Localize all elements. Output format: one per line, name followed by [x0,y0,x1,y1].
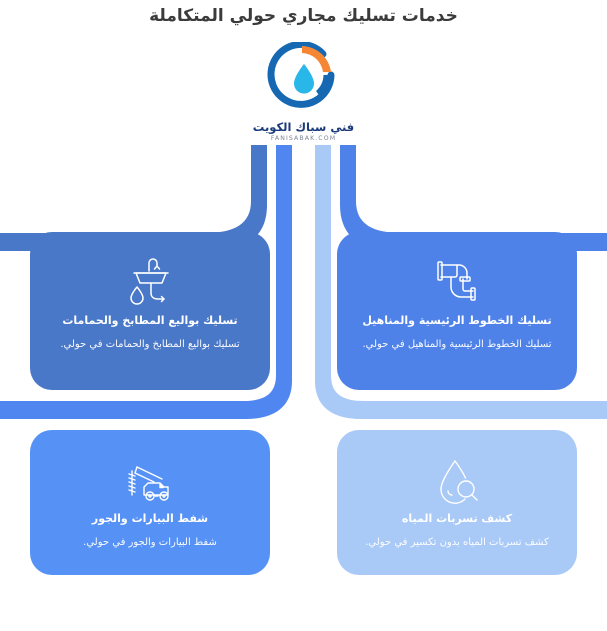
vacuum-truck-icon [54,452,246,510]
card-description: كشف تسربات المياه بدون تكسير في حولي. [365,537,549,549]
card-description: تسليك الخطوط الرئيسية والمناهيل في حولي. [362,339,552,351]
card-title: شفط البيارات والجور [91,512,209,525]
card-title: تسليك الخطوط الرئيسية والمناهيل [362,314,552,327]
service-card-water-leak-detection[interactable]: كشف تسربات المياه كشف تسربات المياه بدون… [337,430,577,575]
service-card-septic-pumping[interactable]: شفط البيارات والجور شفط البيارات والجور … [30,430,270,575]
page-title: خدمات تسليك مجاري حولي المتكاملة [149,6,458,26]
service-card-kitchen-bathroom-drains[interactable]: تسليك بوالیع المطابخ والحمامات تسليك بوا… [30,232,270,390]
water-leak-detection-icon [361,452,553,510]
card-title: كشف تسربات المياه [401,512,513,525]
logo-domain-text: FANISABAK.COM [270,135,337,143]
fanisabak-logo-icon [261,42,347,120]
card-description: تسليك بوالیع المطابخ والحمامات في حولي. [60,339,240,351]
logo-wordmark: فني سباك الكويت [252,120,355,134]
logo-block: فني سباك الكويت FANISABAK.COM [0,42,607,142]
service-card-grid: تسليك بوالیع المطابخ والحمامات تسليك بوا… [0,232,607,592]
card-title: تسليك بوالیع المطابخ والحمامات [62,314,238,327]
card-description: شفط البيارات والجور في حولي. [83,537,217,549]
sink-drain-icon [54,254,246,312]
pipe-elbow-icon [361,254,553,312]
service-card-main-lines-manholes[interactable]: تسليك الخطوط الرئيسية والمناهيل تسليك ال… [337,232,577,390]
